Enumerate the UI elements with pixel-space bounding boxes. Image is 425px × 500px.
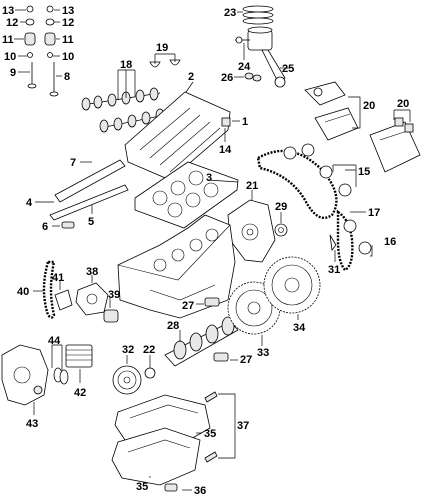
camshaft-callouts: 18 19 — [117, 42, 176, 100]
flywheel-flexplate: 33 34 — [227, 256, 321, 359]
callout-25: 25 — [282, 63, 294, 75]
callout-42: 42 — [74, 387, 86, 399]
callout-31: 31 — [328, 264, 340, 276]
callout-20: 20 — [397, 98, 409, 110]
callout-2: 2 — [188, 71, 194, 83]
callout-20: 20 — [363, 100, 375, 112]
oil-filter-housing: 43 42 44 — [1, 335, 93, 430]
engine-block — [117, 214, 236, 319]
callout-37: 37 — [237, 420, 249, 432]
oil-pump-area: 40 41 38 39 — [17, 260, 120, 323]
callout-28: 28 — [167, 320, 179, 332]
callout-17: 17 — [368, 207, 380, 219]
callout-10: 10 — [4, 51, 16, 63]
callout-16: 16 — [384, 236, 396, 248]
callout-11: 11 — [2, 34, 14, 46]
cylinder-head: 2 1 14 — [124, 71, 248, 181]
callout-10: 10 — [62, 51, 74, 63]
valve-callouts: 13 13 12 12 11 11 10 10 9 8 — [2, 5, 74, 83]
valve-components — [24, 5, 59, 97]
timing-cover: 21 29 — [227, 180, 288, 263]
callout-6: 6 — [42, 221, 48, 233]
callout-41: 41 — [52, 272, 64, 284]
callout-39: 39 — [108, 289, 120, 301]
callout-14: 14 — [219, 144, 232, 156]
callout-9: 9 — [10, 67, 16, 79]
callout-13: 13 — [2, 5, 14, 17]
valley-gaskets: 7 4 5 6 — [26, 157, 129, 233]
head-gasket: 3 — [134, 161, 239, 229]
callout-38: 38 — [86, 266, 98, 278]
callout-15: 15 — [358, 166, 370, 178]
callout-43: 43 — [26, 418, 38, 430]
callout-35: 35 — [136, 481, 148, 493]
callout-24: 24 — [238, 61, 251, 73]
callout-4: 4 — [26, 197, 33, 209]
callout-36: 36 — [194, 485, 206, 497]
callout-32: 32 — [122, 344, 134, 356]
callout-27: 27 — [182, 300, 194, 312]
callout-19: 19 — [156, 42, 168, 54]
oil-pan: 36 35 35 37 — [111, 391, 249, 497]
callout-13: 13 — [62, 5, 74, 17]
callout-29: 29 — [275, 201, 287, 213]
callout-11: 11 — [62, 34, 74, 46]
callout-33: 33 — [257, 347, 269, 359]
callout-5: 5 — [88, 216, 94, 228]
cam-adjusters: 20 20 — [304, 81, 421, 173]
callout-35: 35 — [204, 428, 216, 440]
callout-12: 12 — [62, 17, 74, 29]
callout-1: 1 — [242, 116, 248, 128]
callout-7: 7 — [70, 157, 76, 169]
callout-34: 34 — [293, 322, 306, 334]
crankshaft-assembly: 28 32 22 27 27 — [112, 297, 252, 395]
callout-26: 26 — [221, 72, 233, 84]
callout-12: 12 — [6, 17, 18, 29]
callout-21: 21 — [246, 180, 258, 192]
callout-3: 3 — [206, 172, 212, 184]
callout-22: 22 — [143, 344, 155, 356]
callout-18: 18 — [120, 59, 132, 71]
timing-chains: 15 16 17 31 — [256, 143, 396, 276]
callout-8: 8 — [64, 71, 70, 83]
callout-44: 44 — [48, 335, 61, 347]
piston-assembly: 23 24 25 26 — [221, 5, 294, 88]
callout-40: 40 — [17, 286, 29, 298]
callout-23: 23 — [224, 7, 236, 19]
callout-27: 27 — [240, 354, 252, 366]
